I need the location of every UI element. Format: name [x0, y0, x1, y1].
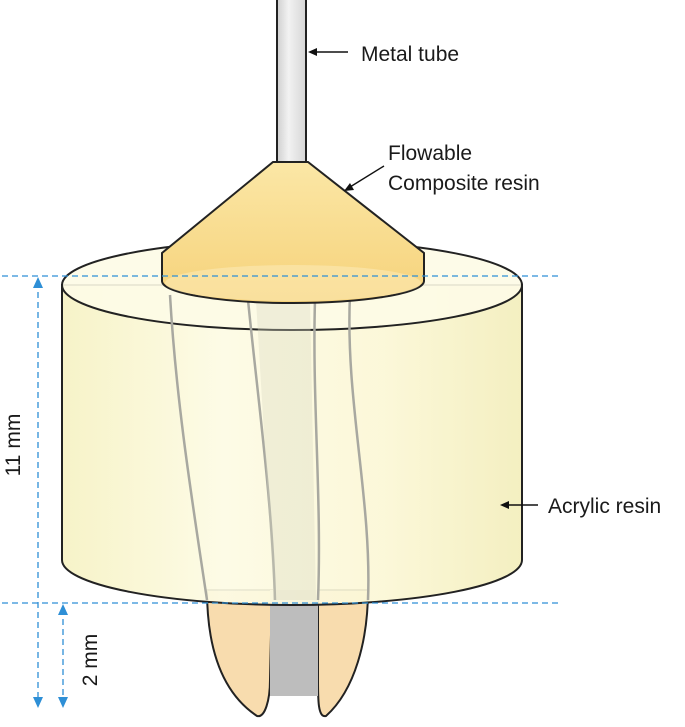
label-2mm: 2 mm	[79, 634, 102, 687]
dimension-arrowheads	[33, 277, 68, 708]
leader-composite	[349, 165, 385, 188]
tooth-inside-acrylic	[168, 294, 370, 601]
metal-post-apex	[270, 590, 318, 696]
canal-outline-left	[246, 299, 277, 601]
leader-acrylic-head	[500, 501, 509, 509]
tooth-root-apex	[205, 589, 370, 718]
dimension-lines	[2, 275, 560, 703]
label-composite-line1: Flowable	[388, 142, 472, 165]
composite-resin-cone	[161, 161, 425, 304]
label-11mm: 11 mm	[2, 414, 25, 477]
cylinder-body	[61, 284, 523, 606]
arrow-11mm-bottom	[33, 697, 43, 708]
leader-composite-head	[344, 183, 354, 191]
post-inside-acrylic	[256, 300, 316, 600]
label-composite-line2: Composite resin	[388, 172, 540, 195]
root-outline-left	[168, 294, 209, 601]
leader-arrows	[308, 48, 538, 509]
leader-metal-tube-head	[308, 48, 317, 56]
label-metal-tube: Metal tube	[361, 43, 459, 66]
root-left-apex	[205, 589, 274, 718]
cone-base-glow	[165, 265, 421, 301]
metal-tube	[276, 0, 307, 163]
arrow-11mm-top	[33, 277, 43, 288]
arrow-2mm-bottom	[58, 697, 68, 708]
root-right-apex	[317, 589, 370, 718]
arrow-2mm-top	[58, 604, 68, 615]
label-acrylic-resin: Acrylic resin	[548, 495, 661, 518]
canal-outline-right	[313, 299, 321, 601]
root-outline-right	[348, 294, 370, 601]
